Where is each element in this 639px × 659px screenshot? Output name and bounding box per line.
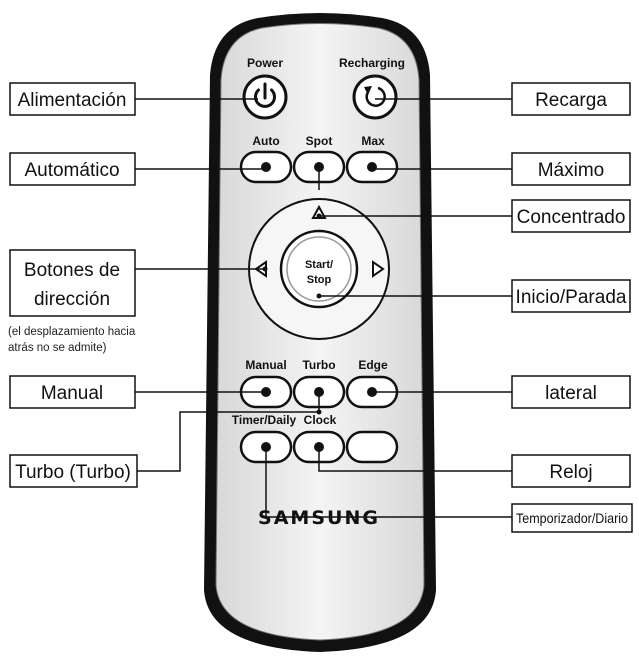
callout-lateral: lateral <box>511 375 631 409</box>
start-stop-button[interactable]: Start/ Stop <box>279 229 359 309</box>
recharging-button[interactable] <box>352 74 398 120</box>
power-button[interactable] <box>242 74 288 120</box>
svg-text:Manual: Manual <box>41 383 103 404</box>
spot-label: Spot <box>306 134 333 148</box>
svg-text:Automático: Automático <box>24 160 119 181</box>
power-label: Power <box>247 56 283 70</box>
recharge-icon <box>364 86 386 107</box>
callout-concentrado: Concentrado <box>511 199 631 233</box>
callout-automatico: Automático <box>9 152 136 186</box>
svg-text:Concentrado: Concentrado <box>517 207 626 228</box>
start-stop-label-2: Stop <box>307 274 332 286</box>
auto-button[interactable] <box>239 150 293 184</box>
power-icon <box>254 82 276 108</box>
callout-reloj: Reloj <box>511 454 631 488</box>
svg-text:dirección: dirección <box>34 289 110 310</box>
blank-button[interactable] <box>345 430 399 464</box>
leader-lines <box>135 98 512 518</box>
spot-button[interactable] <box>292 150 346 184</box>
svg-text:Botones de: Botones de <box>24 260 120 281</box>
brand-logo: SAMSUNG <box>258 507 380 529</box>
svg-text:Alimentación: Alimentación <box>18 90 127 111</box>
turbo-label: Turbo <box>302 358 335 372</box>
svg-text:Turbo (Turbo): Turbo (Turbo) <box>15 462 131 483</box>
note-line-2: atrás no se admite) <box>8 342 107 354</box>
max-label: Max <box>361 134 385 148</box>
svg-text:lateral: lateral <box>545 383 597 404</box>
manual-label: Manual <box>245 358 286 372</box>
svg-text:Recarga: Recarga <box>535 90 607 111</box>
callout-botones-direccion: Botones de dirección <box>9 249 136 317</box>
right-arrow-icon[interactable] <box>372 260 385 278</box>
callout-inicio-parada: Inicio/Parada <box>511 279 631 313</box>
auto-label: Auto <box>252 134 279 148</box>
callout-alimentacion: Alimentación <box>9 82 136 116</box>
callout-manual: Manual <box>9 375 136 409</box>
timer-label: Timer/Daily <box>232 413 297 427</box>
callout-temporizador: Temporizador/Diario <box>511 503 633 533</box>
callout-maximo: Máximo <box>511 152 631 186</box>
svg-text:Temporizador/Diario: Temporizador/Diario <box>516 510 628 526</box>
max-button[interactable] <box>345 150 399 184</box>
callout-turbo: Turbo (Turbo) <box>9 454 138 488</box>
clock-label: Clock <box>304 413 337 427</box>
svg-text:Reloj: Reloj <box>549 462 592 483</box>
leader-dots <box>316 213 322 415</box>
start-stop-label-1: Start/ <box>305 259 333 271</box>
edge-label: Edge <box>358 358 388 372</box>
recharging-label: Recharging <box>339 56 405 70</box>
note-line-1: (el desplazamiento hacia <box>8 326 136 338</box>
svg-text:Inicio/Parada: Inicio/Parada <box>516 287 627 308</box>
svg-text:Máximo: Máximo <box>538 160 605 181</box>
callout-recarga: Recarga <box>511 82 631 116</box>
